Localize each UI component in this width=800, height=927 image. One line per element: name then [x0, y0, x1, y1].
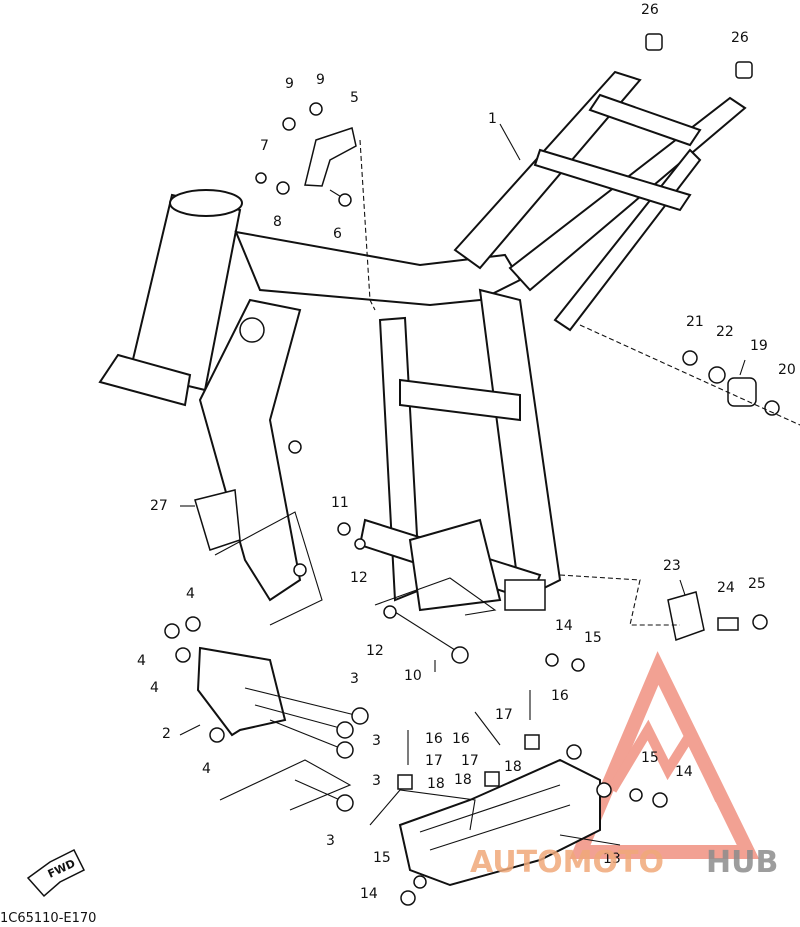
callout-17c: 17 — [461, 753, 479, 769]
callout-4d: 4 — [202, 761, 211, 777]
watermark-logo — [569, 651, 760, 859]
callout-17b: 17 — [425, 753, 443, 769]
bracket-5 — [255, 102, 357, 207]
callout-20: 20 — [778, 362, 796, 378]
leader-lines — [179, 123, 800, 846]
nut-4-set — [164, 616, 225, 743]
callout-9b: 9 — [316, 72, 325, 88]
callout-1: 1 — [488, 111, 497, 127]
guard-hardware — [397, 653, 668, 906]
callout-5: 5 — [350, 90, 359, 106]
callout-12b: 12 — [366, 643, 384, 659]
callout-26b: 26 — [731, 30, 749, 46]
engine-bolt-10 — [337, 522, 469, 664]
callout-13: 13 — [603, 851, 621, 867]
frame-label-27 — [194, 489, 241, 551]
callout-27: 27 — [150, 498, 168, 514]
watermark-text: AUTOMOTO HUB — [470, 845, 778, 880]
callout-25: 25 — [748, 576, 766, 592]
callout-9a: 9 — [285, 76, 294, 92]
callout-19: 19 — [750, 338, 768, 354]
callout-3a: 3 — [350, 671, 359, 687]
callout-11: 11 — [331, 495, 349, 511]
callout-4b: 4 — [137, 653, 146, 669]
main-frame — [98, 70, 747, 612]
callout-8: 8 — [273, 214, 282, 230]
callout-21: 21 — [686, 314, 704, 330]
callout-3b: 3 — [372, 733, 381, 749]
bolt-3-set — [244, 687, 369, 812]
rear-damper-23 — [667, 591, 768, 641]
seat-rail-caps-26 — [645, 33, 753, 79]
callout-3c: 3 — [372, 773, 381, 789]
callout-15b: 15 — [641, 750, 659, 766]
callout-16b: 16 — [425, 731, 443, 747]
callout-14a: 14 — [555, 618, 573, 634]
callout-6: 6 — [333, 226, 342, 242]
engine-guard-13 — [398, 744, 612, 887]
callout-26a: 26 — [641, 2, 659, 18]
engine-mount-plate — [196, 646, 287, 737]
callout-23: 23 — [663, 558, 681, 574]
callout-2: 2 — [162, 726, 171, 742]
callout-24: 24 — [717, 580, 735, 596]
callout-3d: 3 — [326, 833, 335, 849]
callout-16c: 16 — [452, 731, 470, 747]
callout-15c: 15 — [373, 850, 391, 866]
watermark-brand-red: AUTOMOTO — [470, 845, 664, 880]
callout-17a: 17 — [495, 707, 513, 723]
callout-18a: 18 — [504, 759, 522, 775]
callout-18b: 18 — [427, 776, 445, 792]
callout-15a: 15 — [584, 630, 602, 646]
forward-direction-arrow: FWD — [26, 848, 86, 898]
diagram-reference-code: 1C65110-E170 — [0, 911, 96, 926]
callout-4a: 4 — [186, 586, 195, 602]
callout-14b: 14 — [675, 764, 693, 780]
callout-10: 10 — [404, 668, 422, 684]
callout-14c: 14 — [360, 886, 378, 902]
callout-labels: 1 2 3 3 3 3 4 4 4 4 5 6 7 8 9 9 10 11 12… — [137, 2, 796, 902]
callout-7: 7 — [260, 138, 269, 154]
callout-16a: 16 — [551, 688, 569, 704]
watermark-brand-grey: HUB — [706, 845, 778, 880]
rear-mount-hardware — [682, 350, 780, 416]
callout-12a: 12 — [350, 570, 368, 586]
callout-18c: 18 — [454, 772, 472, 788]
callout-22: 22 — [716, 324, 734, 340]
callout-4c: 4 — [150, 680, 159, 696]
